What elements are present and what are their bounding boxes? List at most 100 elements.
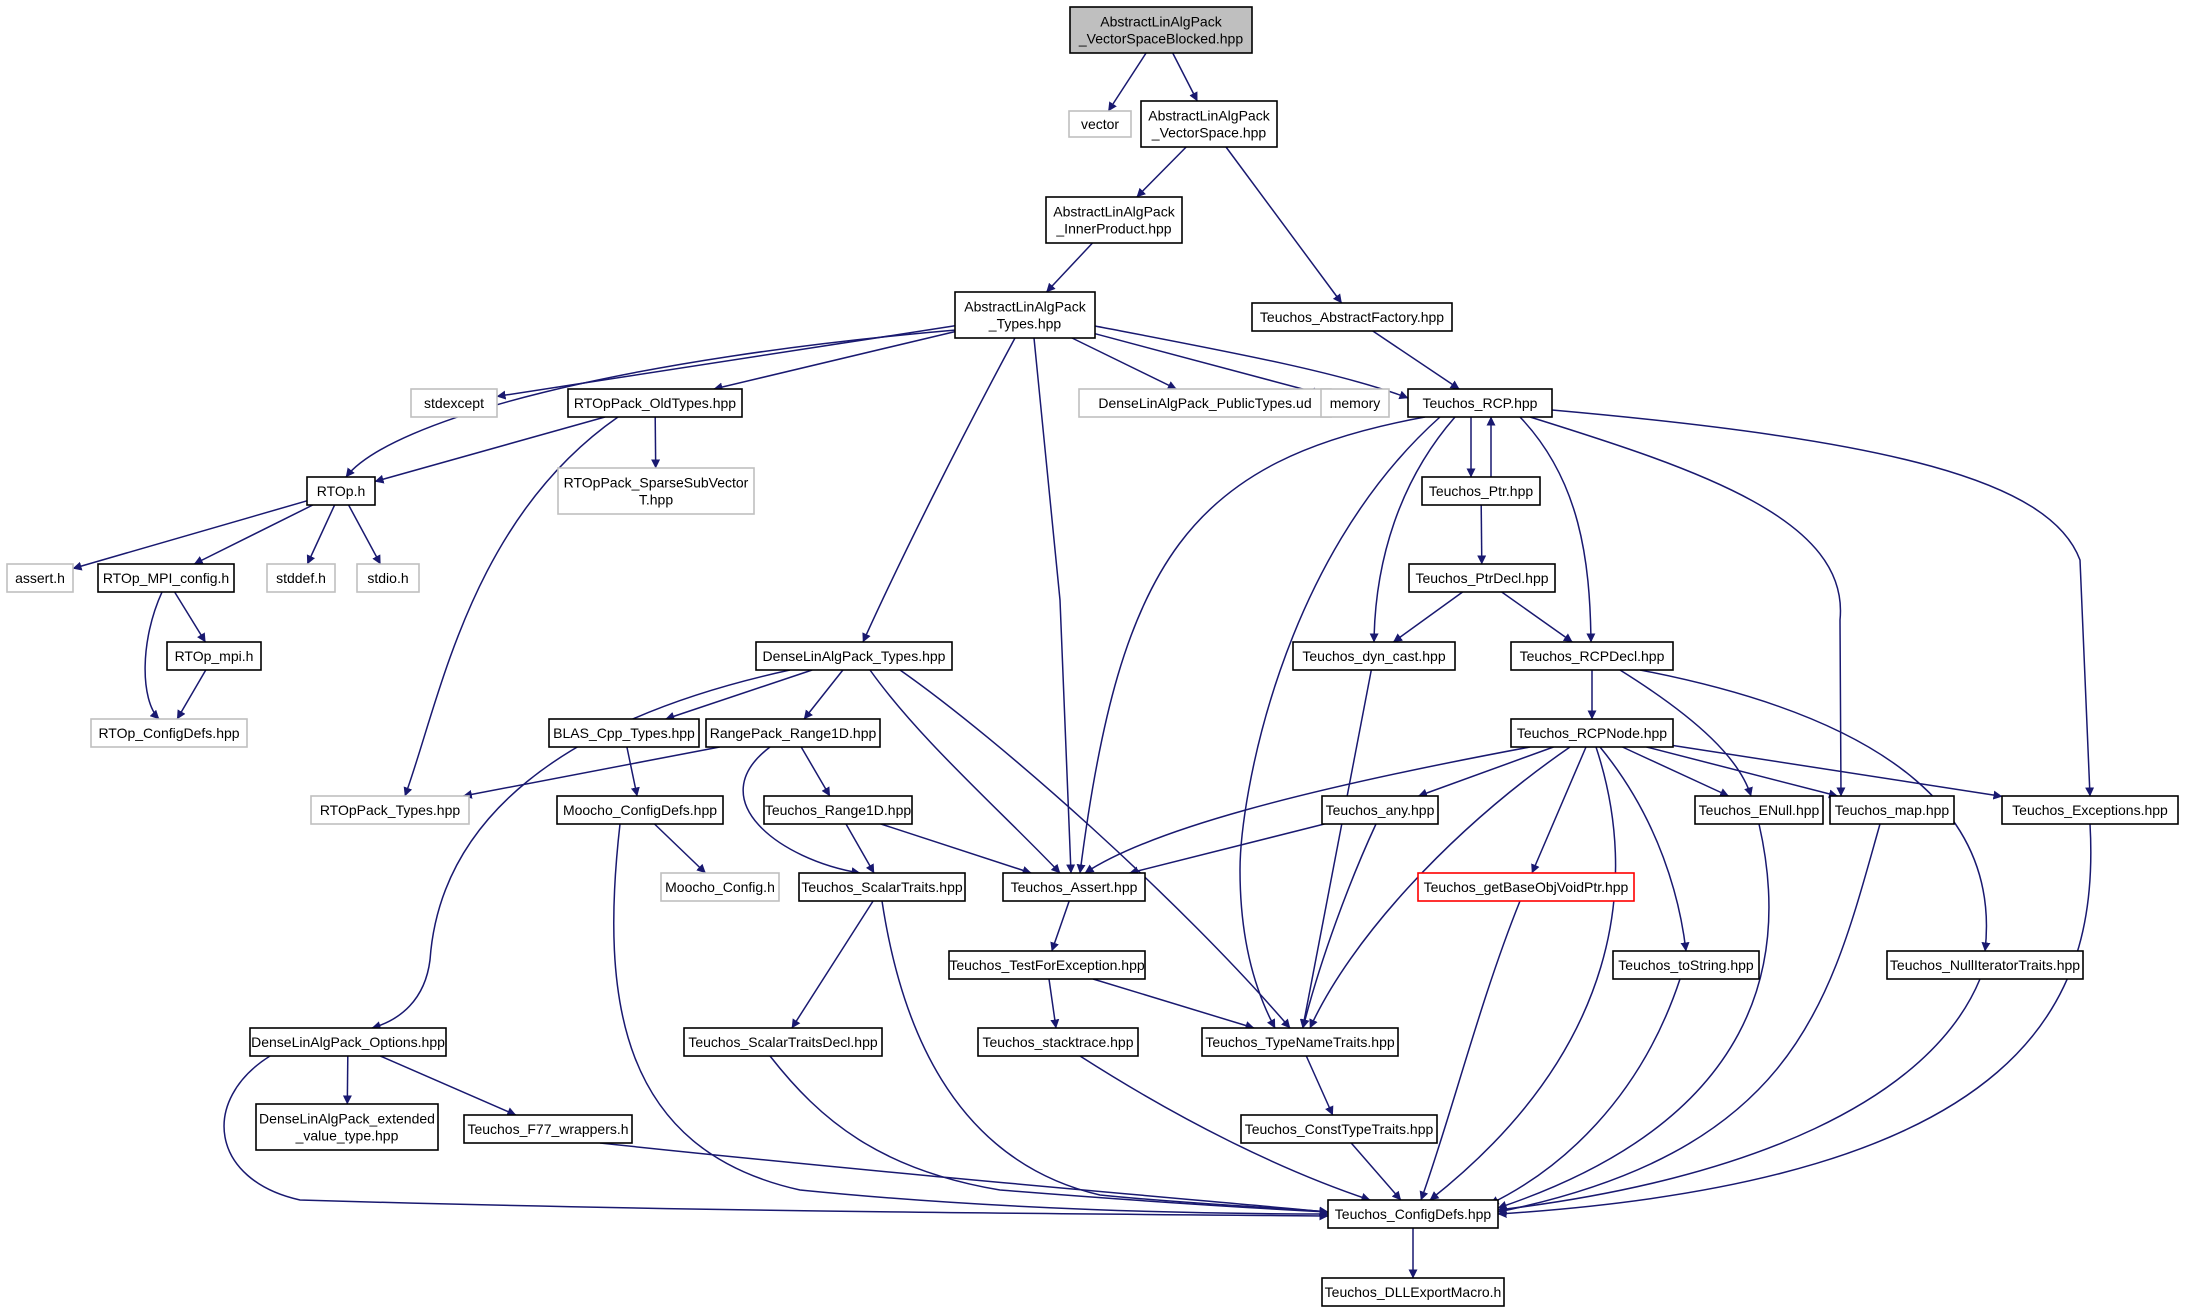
edge-types-to-rcp [1094, 325, 1409, 400]
node-label: Teuchos_RCPNode.hpp [1517, 725, 1667, 741]
edge-tostring-to-tconfig [1489, 978, 1681, 1205]
edge-rcpnode-to-tostring [1599, 746, 1690, 952]
edge-vs-to-absfac [1225, 146, 1343, 304]
node-f77[interactable]: Teuchos_F77_wrappers.h [463, 1114, 633, 1144]
node-blas[interactable]: BLAS_Cpp_Types.hpp [548, 718, 700, 748]
node-mpiconfig[interactable]: RTOp_MPI_config.h [97, 563, 235, 593]
edge-dlatypes-to-typename [899, 669, 1291, 1029]
node-rtoph[interactable]: RTOp.h [306, 476, 376, 506]
node-label: Teuchos_ConfigDefs.hpp [1335, 1206, 1492, 1222]
node-box [556, 795, 724, 825]
edge-types-to-publictypes [1071, 337, 1177, 390]
edge-moochoconf-to-tconfig [613, 823, 1329, 1219]
node-label: RTOp_ConfigDefs.hpp [98, 725, 239, 741]
node-box [1510, 718, 1674, 748]
node-absfac[interactable]: Teuchos_AbstractFactory.hpp [1251, 302, 1453, 332]
node-rcpnode[interactable]: Teuchos_RCPNode.hpp [1510, 718, 1674, 748]
edge-types-to-dlatypes [862, 337, 1016, 643]
edge-stacktrace-to-tconfig [1079, 1055, 1371, 1202]
node-trange[interactable]: Teuchos_Range1D.hpp [763, 795, 913, 825]
node-range[interactable]: RangePack_Range1D.hpp [705, 718, 881, 748]
node-box [249, 1027, 447, 1057]
node-box [763, 795, 913, 825]
node-box [306, 476, 376, 506]
node-nulliter[interactable]: Teuchos_NullIteratorTraits.hpp [1886, 950, 2084, 980]
edge-types-to-oldtypes [713, 330, 956, 392]
edge-rtoph-to-asserth [72, 500, 308, 571]
node-label: memory [1330, 395, 1381, 411]
node-label: Teuchos_Range1D.hpp [765, 802, 912, 818]
node-box [1327, 1199, 1499, 1229]
node-map[interactable]: Teuchos_map.hpp [1829, 795, 1955, 825]
edge-types-to-assert [1033, 337, 1076, 874]
node-label: AbstractLinAlgPack [1148, 108, 1270, 124]
edge-trange-to-scalar [845, 823, 875, 874]
node-dyncast[interactable]: Teuchos_dyn_cast.hpp [1292, 641, 1456, 671]
node-scalardecl[interactable]: Teuchos_ScalarTraitsDecl.hpp [683, 1027, 883, 1057]
node-ptrdecl[interactable]: Teuchos_PtrDecl.hpp [1408, 563, 1556, 593]
node-label: assert.h [15, 570, 65, 586]
node-root[interactable]: AbstractLinAlgPack_VectorSpaceBlocked.hp… [1069, 6, 1253, 54]
edge-rcp-to-dyncast [1369, 416, 1456, 643]
node-exceptions[interactable]: Teuchos_Exceptions.hpp [2001, 795, 2179, 825]
edge-rcp-to-exceptions [1551, 409, 2095, 797]
node-extended[interactable]: DenseLinAlgPack_extended_value_type.hpp [255, 1103, 439, 1151]
node-vs[interactable]: AbstractLinAlgPack_VectorSpace.hpp [1140, 100, 1278, 148]
edge-types-to-memory [1094, 332, 1322, 397]
node-testfor[interactable]: Teuchos_TestForException.hpp [948, 950, 1146, 980]
edge-rcpnode-to-assert [1084, 746, 1531, 874]
node-box [548, 718, 700, 748]
node-mpih[interactable]: RTOp_mpi.h [166, 641, 262, 671]
edge-dlatypes-to-range [803, 669, 844, 720]
node-rtoptypes: RTOpPack_Types.hpp [310, 795, 470, 825]
edge-scalardecl-to-tconfig [769, 1055, 1329, 1217]
node-dll[interactable]: Teuchos_DLLExportMacro.h [1321, 1277, 1505, 1307]
edge-ptr-to-ptrdecl [1477, 504, 1487, 565]
node-box [463, 1114, 633, 1144]
node-typename[interactable]: Teuchos_TypeNameTraits.hpp [1201, 1027, 1399, 1057]
node-box [705, 718, 881, 748]
node-box [683, 1027, 883, 1057]
node-stacktrace[interactable]: Teuchos_stacktrace.hpp [977, 1027, 1139, 1057]
edge-dlatypes-to-assert [869, 669, 1061, 874]
node-ip[interactable]: AbstractLinAlgPack_InnerProduct.hpp [1045, 196, 1183, 244]
node-label: DenseLinAlgPack_PublicTypes.ud [1098, 395, 1311, 411]
edge-rcpnode-to-any [1418, 746, 1554, 798]
node-label: Teuchos_F77_wrappers.h [467, 1121, 628, 1137]
node-moochoh: Moocho_Config.h [660, 872, 780, 902]
edge-rcp-to-assert [1076, 416, 1426, 874]
node-label: BLAS_Cpp_Types.hpp [553, 725, 695, 741]
node-box [410, 388, 498, 418]
node-label: Teuchos_ScalarTraitsDecl.hpp [688, 1034, 878, 1050]
node-moochoconf[interactable]: Moocho_ConfigDefs.hpp [556, 795, 724, 825]
edge-f77-to-tconfig [599, 1142, 1329, 1216]
edge-range-to-trange [800, 746, 831, 797]
node-getbase[interactable]: Teuchos_getBaseObjVoidPtr.hpp [1417, 872, 1635, 902]
edge-trange-to-assert [880, 823, 1032, 875]
node-rcp[interactable]: Teuchos_RCP.hpp [1407, 388, 1553, 418]
node-oldtypes[interactable]: RTOpPack_OldTypes.hpp [567, 388, 743, 418]
node-box [356, 563, 420, 593]
node-types[interactable]: AbstractLinAlgPack_Types.hpp [954, 291, 1096, 339]
node-dlatypes[interactable]: DenseLinAlgPack_Types.hpp [755, 641, 953, 671]
node-stdio: stdio.h [356, 563, 420, 593]
edge-root-to-vector [1107, 52, 1147, 112]
node-any[interactable]: Teuchos_any.hpp [1321, 795, 1439, 825]
node-stdexcept: stdexcept [410, 388, 498, 418]
node-scalar[interactable]: Teuchos_ScalarTraits.hpp [798, 872, 966, 902]
node-tconfig[interactable]: Teuchos_ConfigDefs.hpp [1327, 1199, 1499, 1229]
node-ptr[interactable]: Teuchos_Ptr.hpp [1421, 476, 1541, 506]
node-box [1407, 388, 1553, 418]
node-rcpdecl[interactable]: Teuchos_RCPDecl.hpp [1510, 641, 1674, 671]
node-tostring[interactable]: Teuchos_toString.hpp [1612, 950, 1760, 980]
node-options[interactable]: DenseLinAlgPack_Options.hpp [249, 1027, 447, 1057]
node-assert[interactable]: Teuchos_Assert.hpp [1002, 872, 1146, 902]
node-label: Teuchos_NullIteratorTraits.hpp [1890, 957, 2080, 973]
node-memory: memory [1320, 388, 1390, 418]
edge-testfor-to-stacktrace [1048, 978, 1060, 1029]
node-consttype[interactable]: Teuchos_ConstTypeTraits.hpp [1240, 1114, 1438, 1144]
edge-dlatypes-to-blas [665, 669, 813, 721]
node-label: stdio.h [367, 570, 408, 586]
node-enull[interactable]: Teuchos_ENull.hpp [1694, 795, 1824, 825]
